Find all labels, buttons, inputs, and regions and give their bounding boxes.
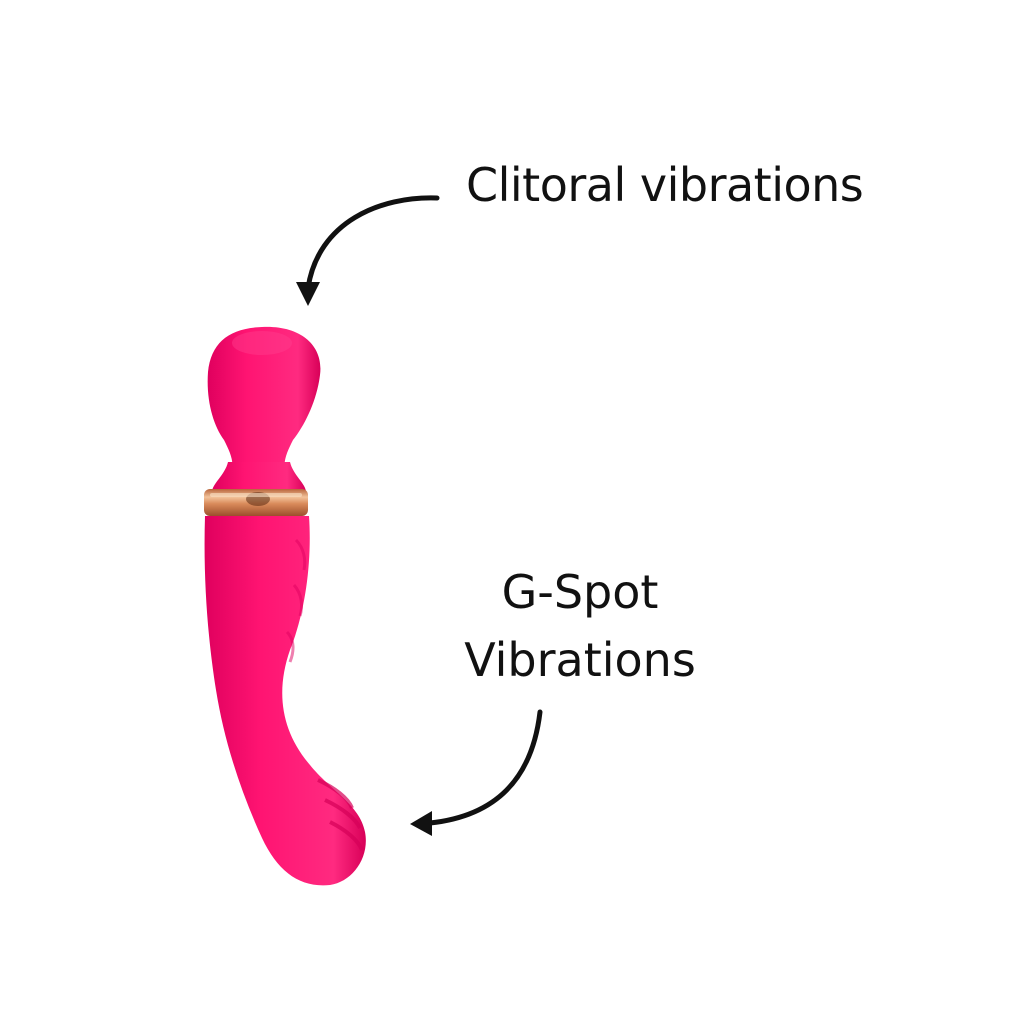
curved-arrow-left-icon [410, 709, 543, 836]
gold-band [204, 489, 308, 516]
curved-arrow-down-icon [296, 195, 440, 306]
clitoral-vibrations-label: Clitoral vibrations [466, 158, 864, 212]
gspot-label-line1: G-Spot [501, 565, 659, 619]
wand-handle [204, 516, 366, 886]
gspot-vibrations-label: G-Spot Vibrations [440, 558, 720, 694]
gspot-label-line2: Vibrations [464, 633, 696, 687]
wand-head [207, 326, 321, 492]
